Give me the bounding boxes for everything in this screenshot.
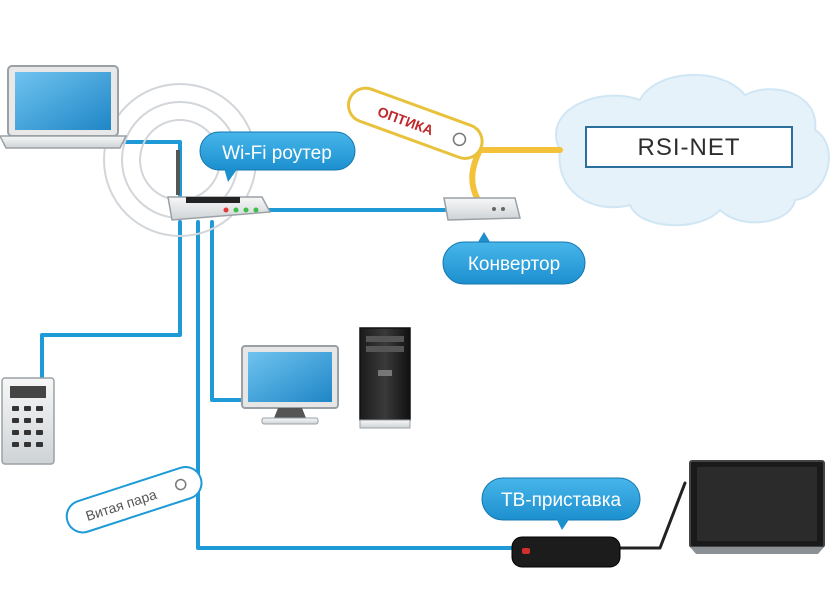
fiber-cable [469, 147, 563, 203]
pc-tower-icon [359, 327, 411, 429]
router-label-bubble: Wi-Fi роутер [199, 131, 356, 182]
tv-box-label-bubble: ТВ-приставка [481, 477, 641, 530]
tvbox-cable [196, 220, 514, 550]
intercom-keypad-icon [1, 377, 55, 465]
converter-label: Конвертор [468, 254, 560, 275]
intercom-cable [40, 220, 182, 380]
rsi-net-box: RSI-NET [585, 126, 793, 168]
tv-hdmi-cable [618, 481, 687, 550]
monitor-icon [241, 345, 339, 425]
tv-box-icon [511, 536, 621, 568]
router-label: Wi-Fi роутер [222, 143, 332, 164]
converter-label-bubble: Конвертор [442, 232, 586, 285]
laptop-icon [0, 65, 128, 149]
pc-cable [210, 220, 247, 402]
router-icon [167, 150, 272, 221]
tv-box-label: ТВ-приставка [501, 490, 621, 511]
twisted-pair-tag: Витая пара [65, 466, 203, 534]
fiber-tag: ОПТИКА [346, 86, 484, 160]
cables [40, 140, 687, 550]
rsi-net-label: RSI-NET [638, 134, 741, 161]
converter-icon [443, 197, 521, 221]
tv-icon [689, 460, 825, 554]
